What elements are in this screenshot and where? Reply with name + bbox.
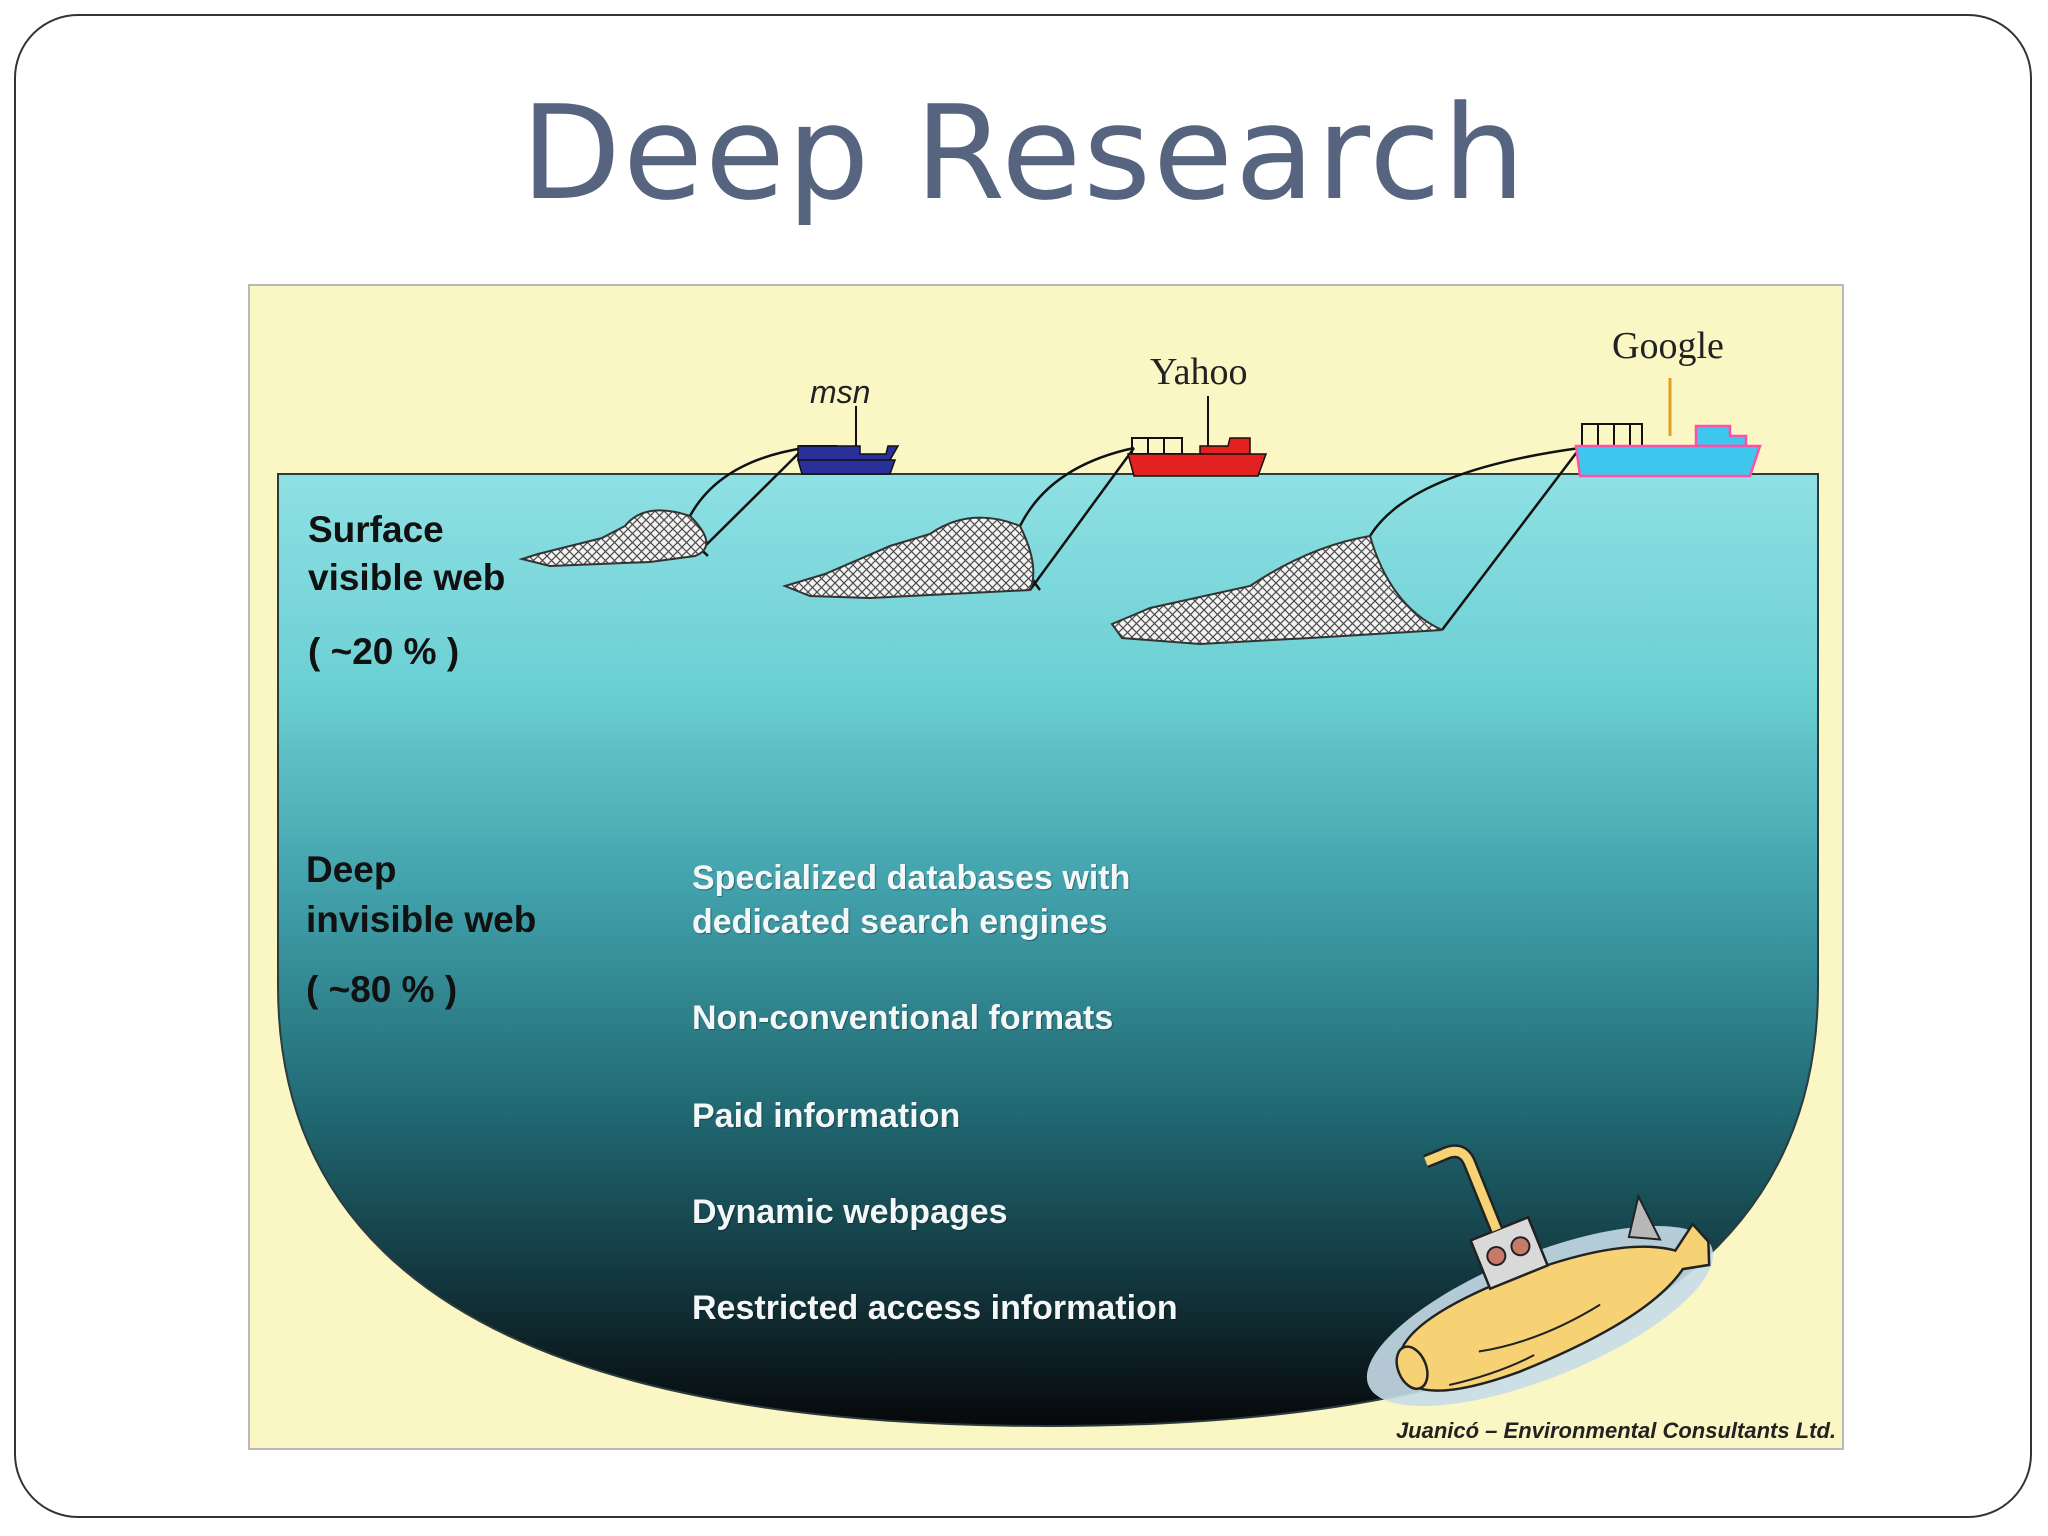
ocean <box>277 473 1819 1428</box>
deep-item-databases: Specialized databases with <box>692 859 1131 897</box>
deep-web-label: Deep <box>306 849 397 890</box>
engine-label-yahoo: Yahoo <box>1150 351 1248 393</box>
ocean-illustration <box>277 378 1819 1428</box>
deep-item-formats: Non-conventional formats <box>692 999 1114 1037</box>
google-boat-icon <box>1574 378 1762 478</box>
deep-item-paid: Paid information <box>692 1097 961 1135</box>
deep-web-diagram: msn Yahoo Google Surface visible web ( ~… <box>248 284 1844 1450</box>
google-fishing-net-icon <box>1110 446 1581 646</box>
surface-web-label-line2: visible web <box>308 557 506 598</box>
page-title: Deep Research <box>520 77 1528 229</box>
surface-web-percent: ( ~20 % ) <box>308 631 460 672</box>
msn-boat-icon <box>797 406 900 475</box>
deep-item-dynamic: Dynamic webpages <box>692 1193 1008 1231</box>
deep-item-databases-line2: dedicated search engines <box>692 903 1108 941</box>
yahoo-fishing-net-icon <box>781 446 1136 600</box>
deep-web-percent: ( ~80 % ) <box>306 969 458 1010</box>
msn-fishing-net-icon <box>518 446 805 568</box>
deep-web-label-line2: invisible web <box>306 899 537 940</box>
surface-web-label: Surface <box>308 509 444 550</box>
engine-label-google: Google <box>1612 325 1724 367</box>
yahoo-boat-icon <box>1127 396 1268 477</box>
submarine-icon <box>1366 1144 1714 1407</box>
credit-text: Juanicó – Environmental Consultants Ltd. <box>1395 1418 1836 1443</box>
deep-item-restricted: Restricted access information <box>692 1289 1178 1327</box>
engine-label-msn: msn <box>810 374 871 410</box>
